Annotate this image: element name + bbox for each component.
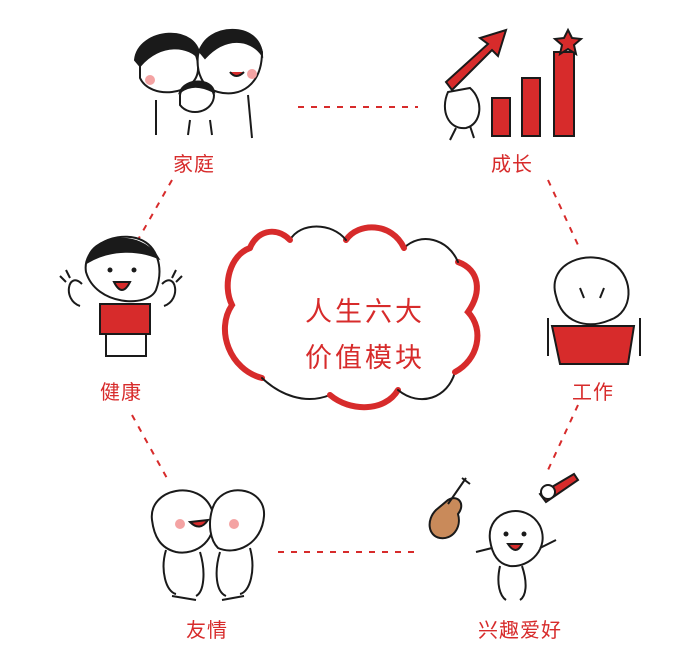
- center-title-line-1: 人生六大: [290, 290, 440, 329]
- laptop-worker-icon: [548, 257, 640, 364]
- module-label-friendship: 友情: [186, 614, 228, 643]
- violin-baseball-icon: [430, 474, 578, 600]
- family-icon: [135, 30, 262, 138]
- center-title-line-2: 价值模块: [290, 336, 440, 375]
- module-label-family: 家庭: [173, 148, 215, 177]
- module-label-growth: 成长: [491, 148, 533, 177]
- hugging-friends-icon: [152, 490, 264, 600]
- module-label-hobbies: 兴趣爱好: [478, 614, 562, 643]
- strongman-icon: [60, 237, 182, 356]
- growth-chart-icon: [445, 30, 581, 140]
- module-label-work: 工作: [572, 376, 614, 405]
- module-label-health: 健康: [100, 376, 142, 405]
